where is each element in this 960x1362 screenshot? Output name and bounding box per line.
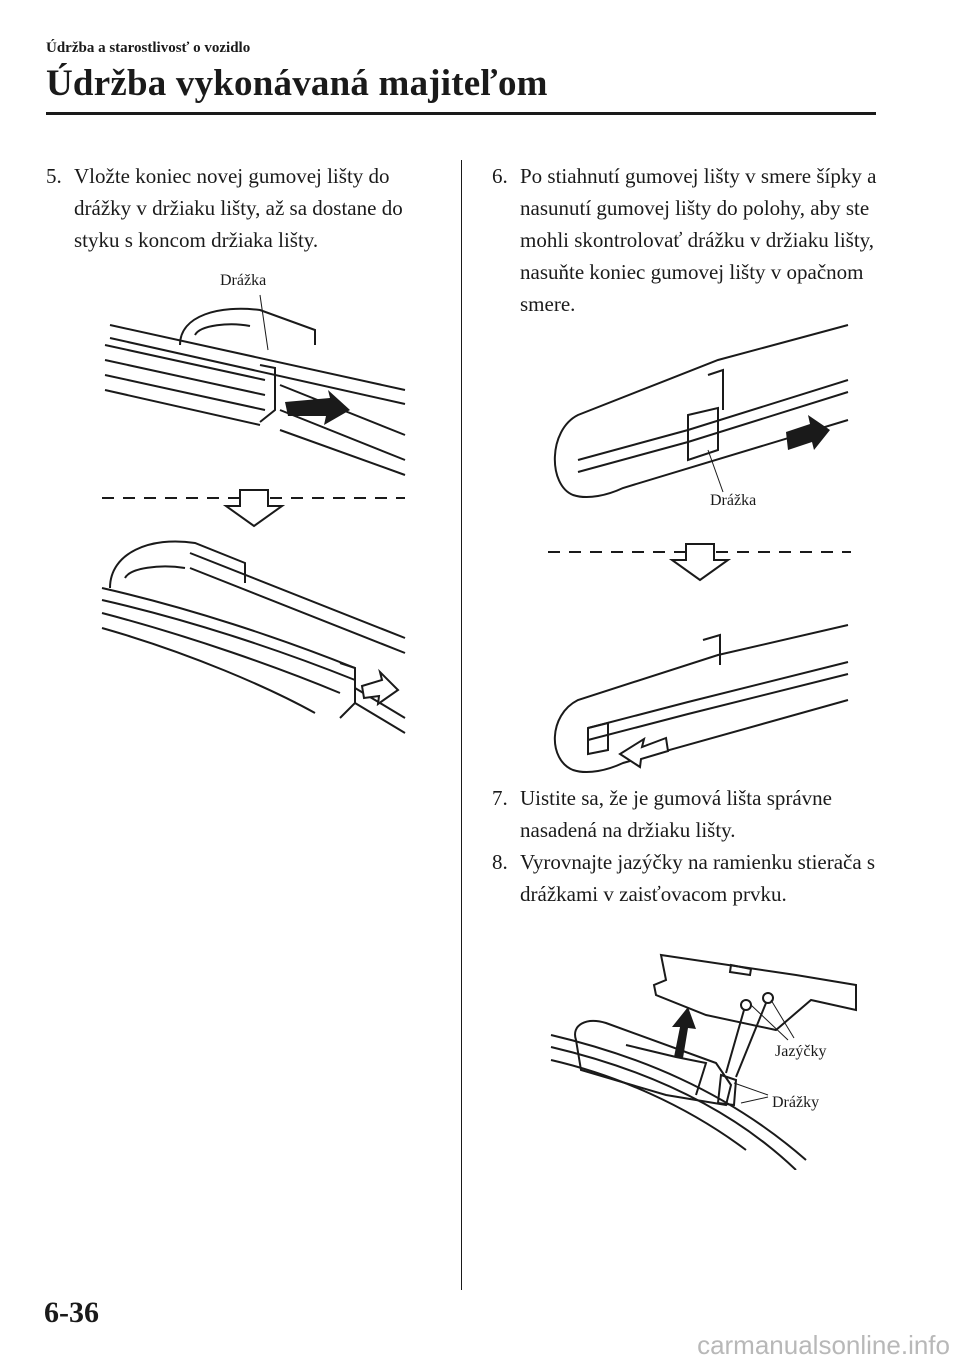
- groove-label: Drážka: [710, 492, 757, 509]
- column-divider: [461, 160, 462, 1290]
- step-number: 6.: [492, 164, 508, 188]
- page-title: Údržba vykonávaná majiteľom: [46, 63, 548, 104]
- groove-label: Drážka: [220, 272, 267, 289]
- wiper-insert-illustration-right-top: [553, 324, 849, 498]
- step-number: 5.: [46, 164, 62, 188]
- step-number: 8.: [492, 850, 508, 874]
- watermark: carmanualsonline.info: [697, 1330, 950, 1360]
- wiper-insert-illustration-bottom: [101, 540, 406, 734]
- grooves-label: Drážky: [772, 1094, 820, 1111]
- step-8: 8. Vyrovnajte jazýčky na ramienku stiera…: [492, 846, 892, 910]
- step-text: Po stiahnutí gumovej lišty v smere šípky…: [520, 164, 877, 316]
- sequence-arrow-left: [102, 489, 405, 528]
- wiper-insert-illustration-right-bottom: [553, 624, 849, 773]
- step-6: 6. Po stiahnutí gumovej lišty v smere ší…: [492, 160, 892, 320]
- step-text: Vložte koniec novej gumovej lišty do drá…: [74, 164, 403, 252]
- step-number: 7.: [492, 786, 508, 810]
- wiper-insert-illustration-top: [104, 294, 406, 476]
- title-rule: [46, 112, 876, 115]
- step-text: Uistite sa, že je gumová lišta správne n…: [520, 786, 832, 842]
- step-text: Vyrovnajte jazýčky na ramienku stierača …: [520, 850, 876, 906]
- breadcrumb: Údržba a starostlivosť o vozidlo: [46, 40, 251, 56]
- tabs-label: Jazýčky: [775, 1043, 827, 1060]
- step-7: 7. Uistite sa, že je gumová lišta správn…: [492, 782, 892, 846]
- step-5: 5. Vložte koniec novej gumovej lišty do …: [46, 160, 446, 256]
- page-number: 6-36: [44, 1296, 99, 1329]
- sequence-arrow-right: [548, 543, 851, 582]
- wiper-arm-alignment-illustration: [550, 953, 857, 1170]
